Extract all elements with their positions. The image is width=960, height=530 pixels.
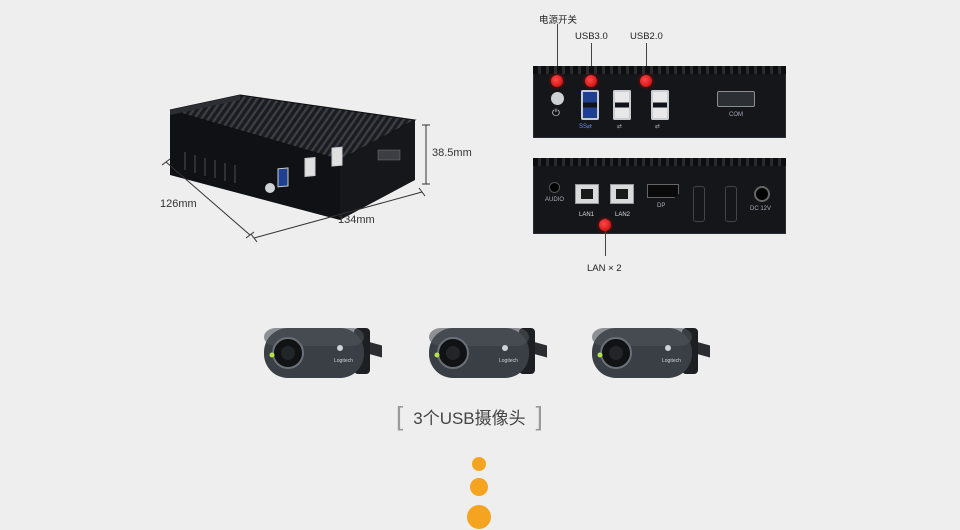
caption: [ 3个USB摄像头 ]	[396, 400, 543, 431]
mini-pc-illustration	[161, 94, 430, 243]
webcam-icon: Logitech	[592, 328, 712, 378]
usb2-port-stack-1	[613, 90, 631, 120]
webcam-brand: Logitech	[662, 358, 681, 364]
com-port	[717, 91, 755, 107]
audio-label: AUDIO	[545, 197, 565, 203]
height-dimension-label: 38.5mm	[432, 147, 472, 159]
lan1-port	[575, 184, 599, 204]
antenna-knockout-1	[693, 186, 705, 222]
power-icon: ⏻	[552, 108, 560, 119]
scroll-dot-2	[470, 478, 488, 496]
scroll-dot-1	[472, 457, 486, 471]
lan-callout-line	[605, 218, 606, 256]
heatsink-fins	[533, 66, 786, 74]
width-dimension-label: 134mm	[338, 214, 375, 226]
webcam-1: Logitech	[262, 318, 384, 388]
usb3-port-stack	[581, 90, 599, 120]
caption-text: 3个USB摄像头	[413, 408, 526, 428]
caption-bracket-right: ]	[535, 400, 543, 431]
usb2-callout: USB2.0	[630, 31, 663, 42]
caption-bracket-left: [	[396, 400, 404, 431]
lan2-label: LAN2	[615, 212, 631, 218]
scroll-dot-3	[467, 505, 491, 529]
power-callout-line	[557, 24, 558, 75]
usb3-callout-line	[591, 43, 592, 75]
usb2-logo-2: ⇄	[655, 124, 661, 130]
lan1-label: LAN1	[579, 212, 595, 218]
usb2-callout-marker	[640, 75, 652, 87]
webcam-3: Logitech	[590, 318, 712, 388]
usb3-logo: SS⇄	[579, 124, 593, 130]
lan-callout: LAN × 2	[587, 263, 622, 274]
lan-callout-marker	[599, 219, 611, 231]
usb2-logo-1: ⇄	[617, 124, 623, 130]
webcam-icon: Logitech	[429, 328, 549, 378]
audio-jack	[549, 182, 560, 193]
webcam-brand: Logitech	[499, 358, 518, 364]
usb3-callout: USB3.0	[575, 31, 608, 42]
power-switch-callout: 电源开关	[539, 15, 578, 26]
dp-port	[647, 184, 679, 198]
usb2-callout-line	[646, 43, 647, 75]
webcam-brand: Logitech	[334, 358, 353, 364]
usb3-callout-marker	[585, 75, 597, 87]
dp-label: DP	[657, 203, 666, 209]
mini-pc-product-view	[150, 80, 490, 250]
heatsink-fins	[533, 158, 786, 166]
com-label: COM	[729, 112, 743, 118]
webcam-2: Logitech	[427, 318, 549, 388]
usb2-port-stack-2	[651, 90, 669, 120]
power-callout-marker	[551, 75, 563, 87]
dc-power-jack	[754, 186, 770, 202]
dc-label: DC 12V	[750, 206, 772, 212]
front-panel: ⏻ SS⇄ ⇄ ⇄ COM	[533, 66, 786, 138]
lan2-port	[610, 184, 634, 204]
antenna-knockout-2	[725, 186, 737, 222]
rear-panel: AUDIO LAN1 LAN2 DP DC 12V	[533, 158, 786, 234]
webcam-icon: Logitech	[264, 328, 384, 378]
depth-dimension-label: 126mm	[160, 198, 197, 210]
power-button	[551, 92, 564, 105]
